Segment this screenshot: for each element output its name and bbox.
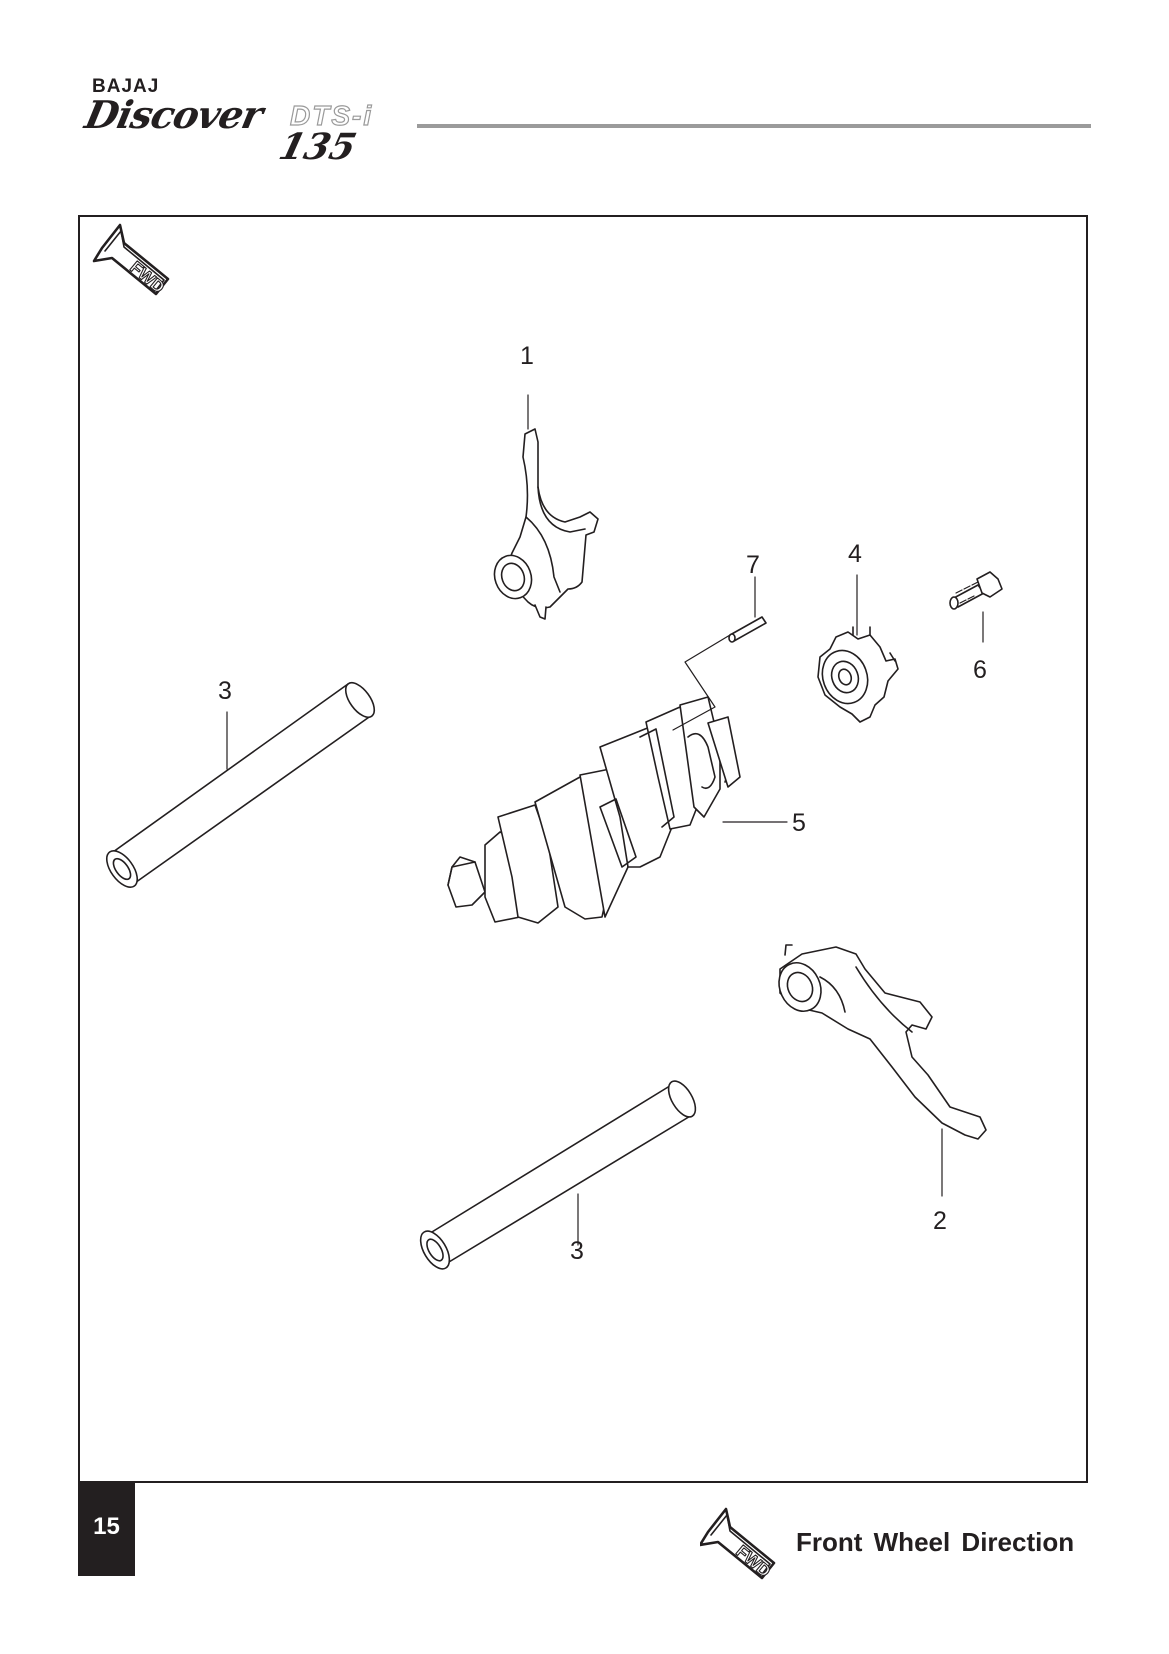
exploded-diagram-frame: FWD [78, 215, 1088, 1483]
callout-6: 6 [973, 656, 987, 684]
exploded-diagram: FWD [92, 223, 1003, 1270]
shift-drum [447, 696, 741, 924]
callout-4: 4 [848, 540, 862, 568]
callout-3-upper: 3 [218, 677, 232, 705]
callout-1: 1 [520, 342, 534, 370]
shaft-upper [105, 681, 376, 888]
leader-line-7-path [672, 634, 731, 731]
pin [728, 616, 767, 643]
fwd-arrow-icon: FWD [700, 1507, 776, 1582]
logo-model-text: Discover [81, 92, 267, 137]
header-rule [417, 124, 1091, 128]
shift-fork-lower [778, 944, 987, 1140]
shaft-lower [419, 1080, 697, 1270]
page-number-box: 15 [78, 1483, 135, 1576]
cam-plate [817, 626, 899, 723]
fwd-arrow-icon: FWD [92, 223, 170, 298]
callout-2: 2 [933, 1207, 947, 1235]
shift-fork-upper [493, 428, 599, 620]
legend-text: Front Wheel Direction [796, 1527, 1075, 1557]
logo-variant-text: DTS-i [289, 99, 374, 131]
logo-displacement-text: 135 [274, 126, 361, 168]
callout-5: 5 [792, 809, 806, 837]
brand-logo: BAJAJ Discover DTS-i 135 [72, 70, 412, 168]
page-number: 15 [93, 1513, 120, 1540]
callout-7: 7 [746, 551, 760, 579]
bolt [949, 571, 1003, 610]
callout-3-lower: 3 [570, 1237, 584, 1265]
logo-brand-text: BAJAJ [92, 76, 160, 97]
